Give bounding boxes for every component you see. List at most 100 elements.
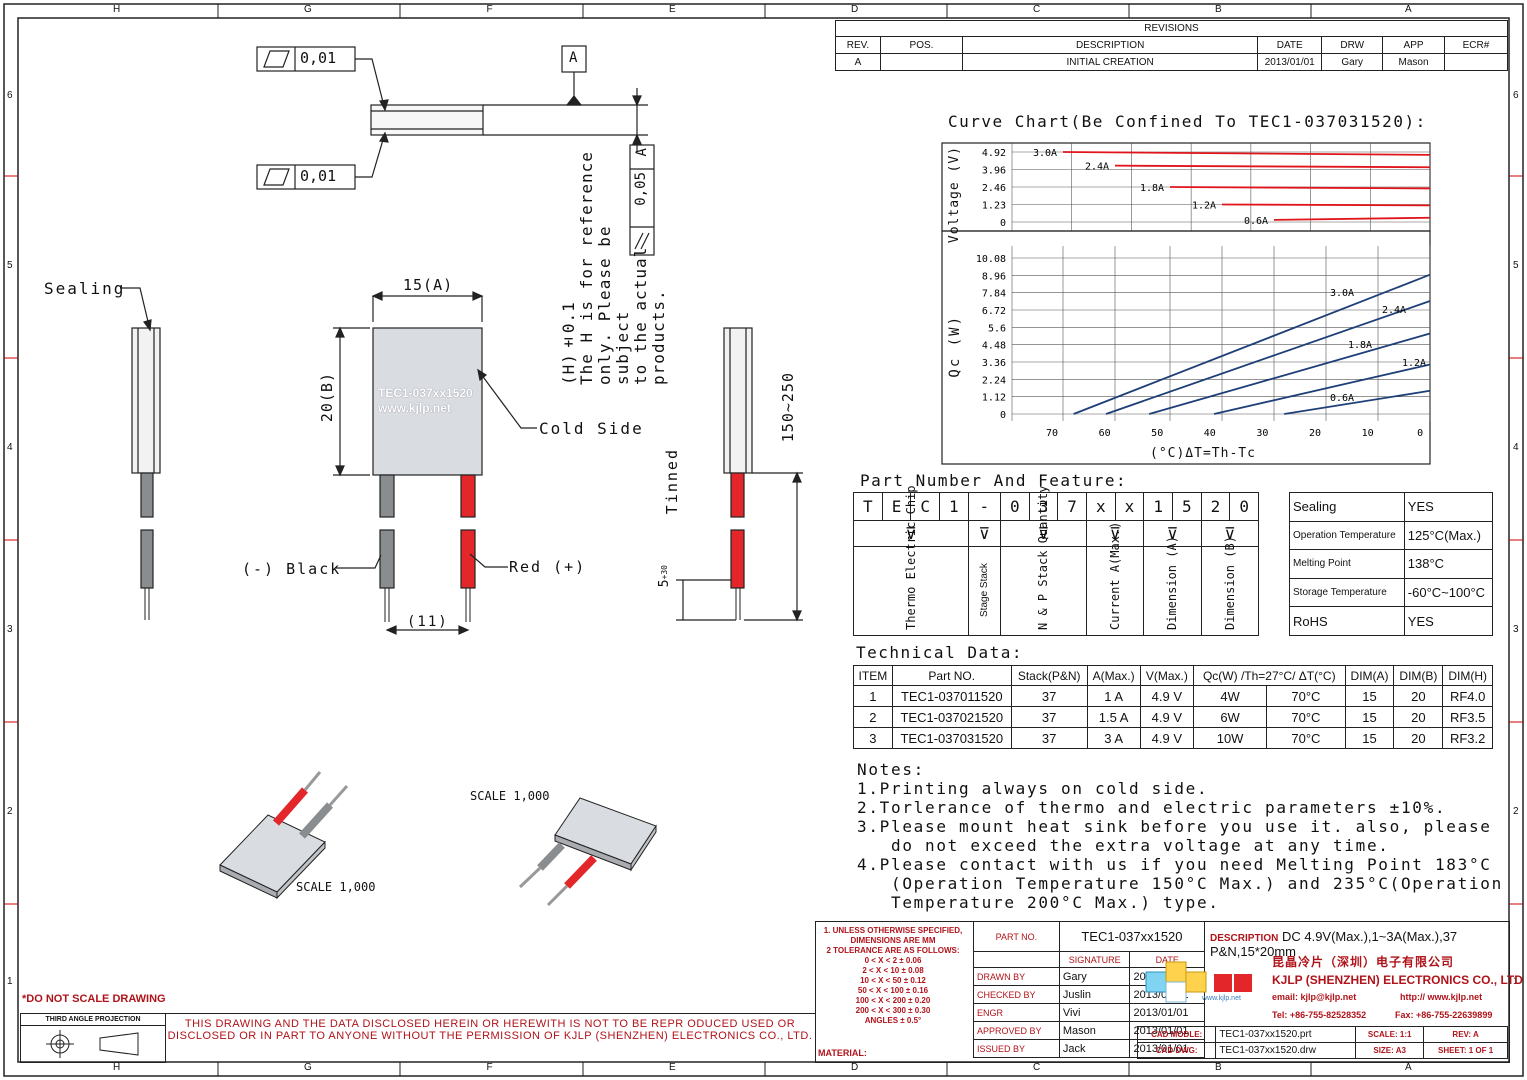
zone-col-C: C [1033,4,1041,15]
group-current-text: Current A(Max.) [1108,521,1123,630]
part-char: 0 [999,491,1030,522]
feature-name: Storage Temperature [1289,577,1405,608]
zone-col-G: G [304,1062,312,1073]
signature-label: SIGNATURE [1058,951,1131,968]
tolerance-line: 10 < X < 50 ± 0.12 [860,976,926,985]
series-label-3.0A: 3.0A [1033,148,1057,159]
tech-cell: 10W [1192,727,1268,749]
pin-spacing-dim: (11) [407,614,449,630]
tech-cell: 37 [1010,706,1088,728]
tech-cell: 4.9 V [1139,727,1194,749]
projection-box: THIRD ANGLE PROJECTION [20,1013,166,1063]
signer: Gary [1058,967,1131,986]
tech-header-cell: V(Max.) [1139,665,1194,686]
rev-header-cell: DRW [1321,36,1384,54]
y-tick-label: 4.92 [982,148,1006,159]
voltage-axis-label: Voltage (V) [947,146,962,244]
zone-row-6: 6 [7,90,13,101]
tech-cell: TEC1-037031520 [891,727,1012,749]
role: ISSUED BY [973,1039,1060,1058]
flatness-top-value: 0,01 [300,49,337,67]
series-line-2.4A [1114,164,1431,169]
h-note-line-1: (H)±0.1 [559,301,578,385]
tech-cell: 1.5 A [1086,706,1141,728]
zone-col-H: H [113,1062,121,1073]
tech-cell: 70°C [1266,727,1346,749]
zone-row-2: 2 [7,806,13,817]
description-value: DC 4.9V(Max.),1~3A(Max.),37 P&N,15*20mm [1210,929,1458,959]
height-dim: 20(B) [318,372,336,423]
rev-header-cell: REV. [835,36,881,54]
part-number-title: Part Number And Feature: [860,471,1128,490]
rev-header-cell: POS. [879,36,964,54]
zone-row-4: 4 [1513,442,1519,453]
arrow-group-2: ⊽ [967,520,1001,548]
company-tel: Tel: +86-755-82528352 [1272,1010,1367,1020]
tinned-nominal: 5 [657,579,672,588]
note-line-7: Temperature 200°C Max.) type. [857,893,1220,912]
feature-value: YES [1403,492,1494,522]
y-tick-label: 3.96 [982,166,1006,177]
zone-col-D: D [851,1062,859,1073]
front-view [333,291,537,635]
width-dim: 15(A) [403,276,454,294]
curve-chart-title: Curve Chart(Be Confined To TEC1-03703152… [948,112,1427,131]
x-axis-label: (°C)ΔT=Th-Tc [1150,446,1256,461]
part-groups-row: Thermo Electric Chip Stage Stack N & P S… [853,485,1260,636]
feature-value: -60°C~100°C [1403,577,1494,608]
arrow-group-3: ⊽ [999,520,1087,548]
role: APPROVED BY [973,1021,1060,1040]
rev-cell: Mason [1382,53,1445,71]
technical-data-title: Technical Data: [856,643,1023,662]
tech-header-cell: DIM(H) [1442,665,1493,686]
group-stage: Stage Stack [967,546,1001,636]
h-note-line-3: only. Please be subject [595,225,632,386]
zone-col-B: B [1215,4,1222,15]
series-label-1.2A: 1.2A [1402,358,1426,369]
group-dim-a-text: Dimension (A) [1165,535,1180,630]
series-label-3.0A: 3.0A [1330,288,1354,299]
series-line-1.2A [1221,203,1431,207]
part-arrows-row: ⊽ ⊽ ⊽ ⊽ ⊽ ⊽ [853,520,1260,548]
cad-model-value: TEC1-037xx1520.prt [1215,1026,1357,1043]
tolerance-line: 2 TOLERANCE ARE AS FOLLOWS: [826,946,960,955]
tech-header-cell: A(Max.) [1086,665,1141,686]
zone-row-3: 3 [7,624,13,635]
signer: Vivi [1058,1003,1131,1022]
tolerance-line: 2 < X < 10 ± 0.08 [862,966,924,975]
arrow-group-6: ⊽ [1200,520,1260,548]
x-tick-label: 0 [1417,428,1423,439]
tolerance-line: 1. UNLESS OTHERWISE SPECIFIED, [823,926,963,935]
tech-cell: RF4.0 [1442,685,1493,707]
group-dim-b: Dimension (B) [1200,536,1260,636]
size-label: SIZE: A3 [1355,1042,1425,1059]
module-print: TEC1-037xx1520 www.kjlp.net [378,386,473,416]
part-char: 3 [1028,491,1059,522]
tinned-dim: 5+30 [657,565,672,587]
tech-cell: 15 [1344,685,1395,707]
black-wire-label: (-) Black [242,560,342,578]
lead-length-dim: 150~250 [779,372,797,443]
note-line-2: 2.Torlerance of thermo and electric para… [857,798,1447,817]
zone-row-4: 4 [7,442,13,453]
series-label-1.2A: 1.2A [1192,201,1216,212]
signer: Mason [1058,1021,1131,1040]
part-char: T [853,491,883,522]
group-np: N & P Stack Quantity [999,485,1087,636]
arrow-group-1: ⊽ [853,520,969,548]
x-tick-label: 10 [1362,428,1374,439]
zone-col-A: A [1405,1062,1412,1073]
tech-header-cell: DIM(B) [1393,665,1444,686]
cold-side-label: Cold Side [539,419,644,438]
disclaimer: THIS DRAWING AND THE DATA DISCLOSED HERE… [167,1018,813,1042]
series-line-1.8A [1148,332,1431,415]
group-thermo: Thermo Electric Chip [853,485,969,636]
tech-cell: 4.9 V [1139,706,1194,728]
zone-row-2: 2 [1513,806,1519,817]
zone-col-G: G [304,4,312,15]
part-char: x [1085,491,1116,522]
